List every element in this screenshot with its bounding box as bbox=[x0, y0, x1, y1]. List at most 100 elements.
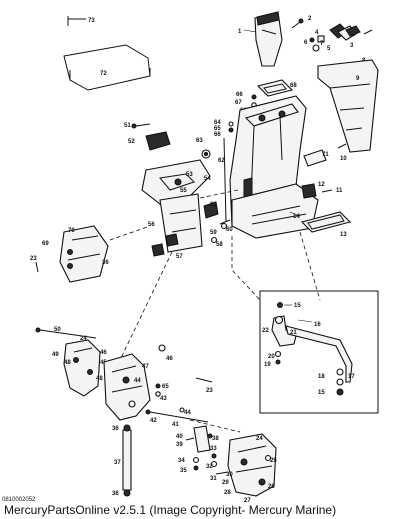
part-37-tilt-tube: 36 37 36 bbox=[112, 424, 132, 497]
part-1-exhaust-tube: 1 bbox=[238, 11, 283, 67]
callout-51: 51 bbox=[124, 123, 131, 129]
callout-66c: 66 bbox=[214, 132, 221, 138]
callout-36-bottom: 36 bbox=[112, 491, 119, 497]
callout-47: 47 bbox=[142, 364, 149, 370]
callout-66: 66 bbox=[236, 92, 243, 98]
part-2-screw: 2 bbox=[291, 16, 312, 29]
callout-11: 11 bbox=[336, 188, 343, 194]
part-13-seal: 13 bbox=[300, 211, 352, 238]
callout-9: 9 bbox=[356, 76, 360, 82]
callout-73: 73 bbox=[88, 18, 95, 24]
callout-44b: 44 bbox=[184, 410, 191, 416]
part-52-plate: 52 bbox=[128, 131, 171, 151]
callout-43: 43 bbox=[160, 396, 167, 402]
callout-1: 1 bbox=[238, 29, 242, 35]
callout-64: 64 bbox=[214, 120, 221, 126]
callout-39: 39 bbox=[176, 442, 183, 448]
part-12-block: 12 bbox=[301, 182, 325, 199]
callout-26: 26 bbox=[268, 484, 275, 490]
callout-21: 21 bbox=[290, 330, 297, 336]
part-10-screw: 10 bbox=[337, 143, 347, 162]
callout-44: 44 bbox=[134, 378, 141, 384]
callout-46b: 46 bbox=[166, 356, 173, 362]
callout-27: 27 bbox=[244, 498, 251, 504]
callout-19: 19 bbox=[264, 362, 271, 368]
callout-15: 15 bbox=[294, 303, 301, 309]
callout-5: 5 bbox=[327, 46, 331, 52]
part-73-tag: 73 bbox=[67, 16, 95, 26]
inset-steering-detail: 15 16 21 22 20 19 18 17 15 bbox=[259, 290, 379, 414]
callout-36: 36 bbox=[102, 260, 109, 266]
callout-61: 61 bbox=[210, 202, 217, 208]
callout-68: 68 bbox=[290, 83, 297, 89]
part-46-nut: 46 bbox=[158, 344, 173, 362]
callout-67: 67 bbox=[235, 100, 242, 106]
callout-57: 57 bbox=[176, 254, 183, 260]
part-70-bracket: 70 69 36 bbox=[42, 225, 109, 283]
callout-41: 41 bbox=[172, 422, 179, 428]
callout-54: 54 bbox=[204, 176, 211, 182]
callout-24: 24 bbox=[80, 336, 87, 342]
callout-59: 59 bbox=[210, 230, 217, 236]
part-9-side-cowl: 9 bbox=[317, 59, 379, 153]
part-23-screw-left: 23 bbox=[30, 256, 39, 273]
callout-30: 30 bbox=[226, 472, 233, 478]
callout-14: 14 bbox=[293, 214, 300, 220]
callout-2: 2 bbox=[308, 16, 312, 22]
driveshaft-housing: 14 bbox=[229, 95, 319, 239]
callout-37: 37 bbox=[114, 460, 121, 466]
callout-3: 3 bbox=[350, 43, 354, 49]
callout-36-top: 36 bbox=[112, 426, 119, 432]
callout-17: 17 bbox=[348, 374, 355, 380]
callout-72: 72 bbox=[100, 71, 107, 77]
part-71-decal: 71 bbox=[303, 149, 329, 167]
parts-58-61: 61 58 59 60 bbox=[203, 201, 233, 248]
callout-22: 22 bbox=[262, 328, 269, 334]
callout-53: 53 bbox=[186, 172, 193, 178]
callout-55: 55 bbox=[180, 188, 187, 194]
callout-40: 40 bbox=[176, 434, 183, 440]
part-50-rod: 50 bbox=[35, 327, 97, 339]
copyright-caption: MercuryPartsOnline v2.5.1 (Image Copyrig… bbox=[4, 503, 337, 517]
adapter-plate-assembly: 53 54 55 56 57 bbox=[141, 159, 211, 260]
parts-31-33: 33 32 31 bbox=[206, 446, 229, 482]
callout-25: 25 bbox=[270, 458, 277, 464]
part-42-bolt: 42 44 bbox=[145, 407, 209, 424]
alignment-lines bbox=[109, 189, 321, 433]
callout-33: 33 bbox=[210, 446, 217, 452]
callout-50: 50 bbox=[54, 327, 61, 333]
callout-56: 56 bbox=[148, 222, 155, 228]
parts-34-35: 34 35 bbox=[178, 456, 200, 474]
callout-16: 16 bbox=[314, 322, 321, 328]
callout-65b: 65 bbox=[162, 384, 169, 390]
callout-46: 46 bbox=[100, 350, 107, 356]
part-24-bracket-left: 24 49 48 46 45 48 bbox=[52, 336, 107, 397]
callout-70: 70 bbox=[68, 228, 75, 234]
callout-31: 31 bbox=[210, 476, 217, 482]
callout-13: 13 bbox=[340, 232, 347, 238]
callout-23b: 23 bbox=[206, 388, 213, 394]
part-63-nut: 63 bbox=[196, 138, 211, 159]
callout-48b: 48 bbox=[96, 376, 103, 382]
part-11-screw: 11 bbox=[321, 188, 343, 194]
part-3-coupling: 3 4 5 6 7 8 bbox=[304, 23, 373, 64]
callout-60: 60 bbox=[226, 227, 233, 233]
callout-6: 6 bbox=[304, 40, 308, 46]
callout-38: 38 bbox=[212, 436, 219, 442]
callout-10: 10 bbox=[340, 156, 347, 162]
callout-69: 69 bbox=[42, 241, 49, 247]
callout-62: 62 bbox=[218, 158, 225, 164]
callout-63: 63 bbox=[196, 138, 203, 144]
part-51-screw: 51 bbox=[124, 123, 151, 129]
callout-52: 52 bbox=[128, 139, 135, 145]
part-62-stud: 62 bbox=[218, 137, 227, 223]
callout-7: 7 bbox=[320, 41, 324, 47]
swivel-bracket: 47 44 bbox=[103, 353, 151, 421]
callout-4: 4 bbox=[315, 30, 319, 36]
callout-35: 35 bbox=[180, 468, 187, 474]
callout-48: 48 bbox=[64, 360, 71, 366]
part-23-screw-middle: 23 bbox=[195, 377, 213, 394]
callout-34: 34 bbox=[178, 458, 185, 464]
callout-49: 49 bbox=[52, 352, 59, 358]
